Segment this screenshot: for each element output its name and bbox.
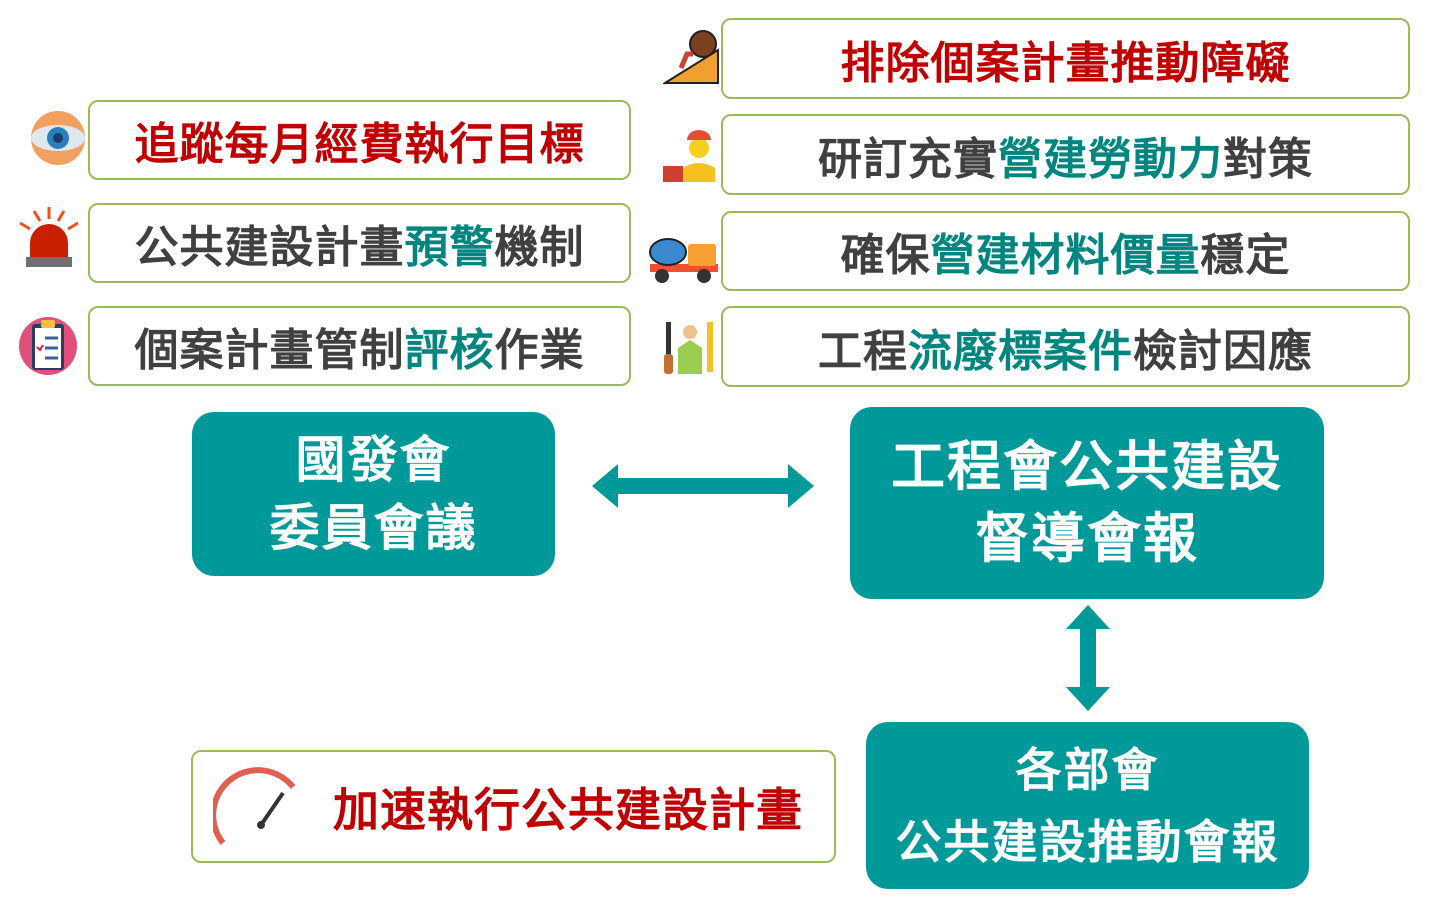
bidirectional-arrow-vertical [1066, 605, 1110, 711]
item-material-stability: 確保營建材料價量穩定 [721, 211, 1410, 291]
item-failed-tender-review: 工程流廢標案件檢討因應 [721, 306, 1410, 387]
ministry-box-line2: 公共建設推動會報 [895, 814, 1280, 869]
item-text: 工程 [818, 325, 908, 377]
ministry-box-line1: 各部會 [1015, 742, 1160, 797]
cement-truck-icon [648, 230, 720, 286]
engineer-tools-icon [662, 318, 718, 374]
item-text: 機制 [494, 222, 585, 273]
ndc-box-line2: 委員會議 [269, 499, 478, 557]
item-text-highlight: 流廢標案件 [908, 325, 1133, 377]
eye-icon [30, 110, 86, 166]
ndc-committee-box: 國發會委員會議 [192, 412, 555, 576]
ministry-box: 各部會公共建設推動會報 [866, 722, 1309, 889]
item-text: 個案計畫管制 [134, 325, 405, 376]
pcc-box-line1: 工程會公共建設 [891, 435, 1283, 498]
pcc-supervision-box: 工程會公共建設督導會報 [850, 407, 1324, 599]
item-text: 確保 [840, 230, 931, 281]
item-text-highlight: 營建材料價量 [930, 230, 1201, 281]
bidirectional-arrow-horizontal [592, 464, 814, 508]
ndc-box-line1: 國發會 [295, 431, 452, 489]
item-track-monthly-budget: 追蹤每月經費執行目標 [88, 100, 631, 180]
item-labor-strategy: 研訂充實營建勞動力對策 [721, 114, 1410, 195]
goal-box: 加速執行公共建設計畫 [191, 750, 836, 863]
item-text: 排除個案計畫推動障礙 [840, 37, 1291, 89]
item-text: 公共建設計畫 [134, 222, 405, 273]
clipboard-checklist-icon [18, 316, 77, 375]
siren-icon [16, 205, 79, 267]
item-text-highlight: 預警 [404, 222, 495, 273]
item-text: 穩定 [1200, 230, 1291, 281]
speedometer-icon [213, 766, 296, 845]
goal-text: 加速執行公共建設計畫 [333, 782, 803, 837]
item-text: 檢討因應 [1133, 325, 1313, 377]
item-text: 研訂充實 [818, 133, 998, 185]
item-case-evaluation: 個案計畫管制評核作業 [88, 306, 631, 386]
pcc-box-line2: 督導會報 [975, 507, 1199, 570]
item-public-construction-warning: 公共建設計畫預警機制 [88, 203, 631, 283]
item-remove-obstacles: 排除個案計畫推動障礙 [721, 18, 1410, 99]
item-text: 對策 [1223, 133, 1313, 185]
item-text-highlight: 評核 [404, 325, 495, 376]
construction-worker-icon [663, 126, 719, 182]
item-text-highlight: 營建勞動力 [998, 133, 1223, 185]
item-text: 追蹤每月經費執行目標 [134, 119, 585, 170]
item-text: 作業 [494, 325, 585, 376]
push-boulder-icon [661, 28, 719, 84]
